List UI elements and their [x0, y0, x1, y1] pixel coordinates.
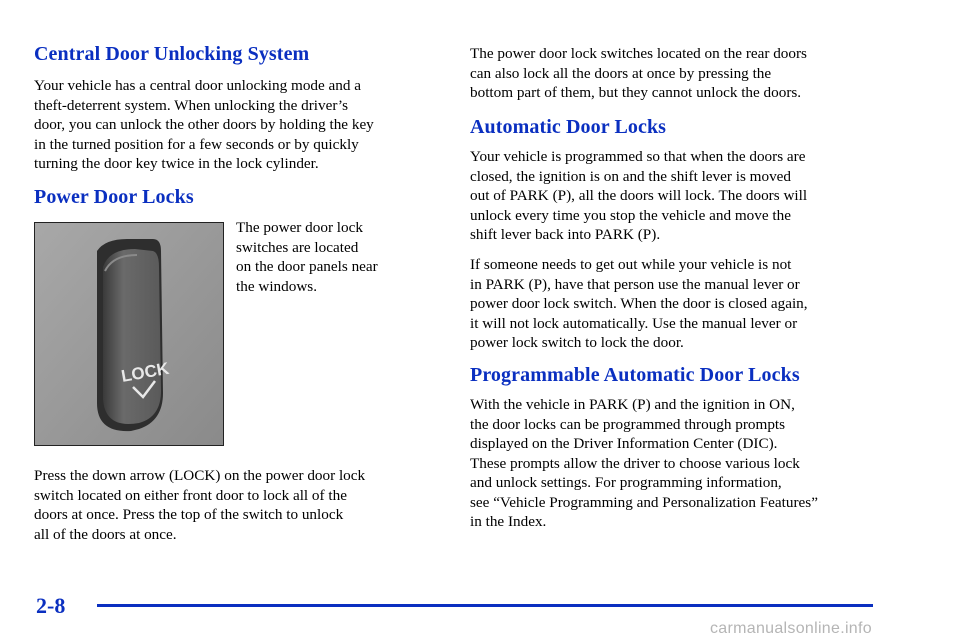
- watermark: carmanualsonline.info: [710, 620, 872, 637]
- page-number: 2-8: [36, 593, 66, 618]
- lock-switch-illustration: LOCK: [35, 223, 223, 445]
- heading-power-door-locks: Power Door Locks: [34, 186, 194, 208]
- rear-door-switch-paragraph: The power door lock switches located on …: [470, 45, 807, 101]
- power-lock-paragraph: Press the down arrow (LOCK) on the power…: [34, 467, 366, 543]
- power-lock-side-text: The power door lock switches are located…: [236, 219, 378, 295]
- automatic-locks-paragraph: Your vehicle is programmed so that when …: [470, 148, 808, 243]
- programmable-locks-paragraph: With the vehicle in PARK (P) and the ign…: [470, 396, 818, 530]
- heading-programmable-door-locks: Programmable Automatic Door Locks: [470, 364, 800, 386]
- heading-central-door-unlocking: Central Door Unlocking System: [34, 43, 310, 65]
- lock-switch-photo: LOCK: [34, 222, 224, 446]
- central-unlocking-paragraph: Your vehicle has a central door unlockin…: [34, 77, 374, 172]
- heading-automatic-door-locks: Automatic Door Locks: [470, 116, 667, 138]
- footer-rule: [97, 604, 873, 607]
- down-arrow-icon: [132, 380, 156, 399]
- manual-lever-paragraph: If someone needs to get out while your v…: [470, 256, 808, 351]
